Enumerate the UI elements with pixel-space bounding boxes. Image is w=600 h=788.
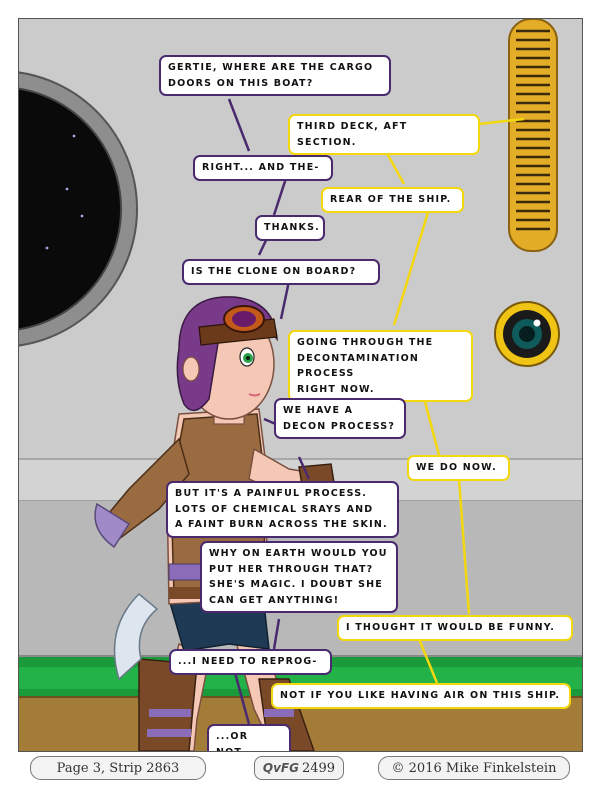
speech-bubble: We do now. [407,455,510,481]
speech-bubble: Why on earth would you put her through t… [200,541,398,613]
page-strip-label: Page 3, Strip 2863 [30,756,206,780]
speech-bubble: ...I need to reprog- [169,649,332,675]
speech-bubble: We have a decon process? [274,398,406,439]
wall-vent [508,19,558,252]
speech-bubble: Gertie, where are the cargo doors on thi… [159,55,391,96]
logo-number: 2499 [301,760,336,776]
speech-bubble: Not if you like having air on this ship. [271,683,571,709]
speech-bubble: Rear of the ship. [321,187,464,213]
comic-panel: Gertie, where are the cargo doors on thi… [18,18,583,752]
speech-bubble: Right... and the- [193,155,333,181]
speech-bubble: But it's a painful process. Lots of chem… [166,481,399,538]
site-logo[interactable]: QvFG 2499 [254,756,344,780]
logo-mark: QvFG [262,761,299,775]
speech-bubble: I thought it would be funny. [337,615,573,641]
porthole [19,71,138,347]
speech-bubble: Going through the decontamination proces… [288,330,473,402]
speech-bubble: Third deck, aft section. [288,114,480,155]
camera-eye [494,301,560,367]
yellow-tails [377,117,525,684]
speech-bubble: ...or not. [207,724,291,751]
copyright-label: © 2016 Mike Finkelstein [378,756,570,780]
speech-bubble: Is the clone on board? [182,259,380,285]
speech-bubble: Thanks. [255,215,325,241]
